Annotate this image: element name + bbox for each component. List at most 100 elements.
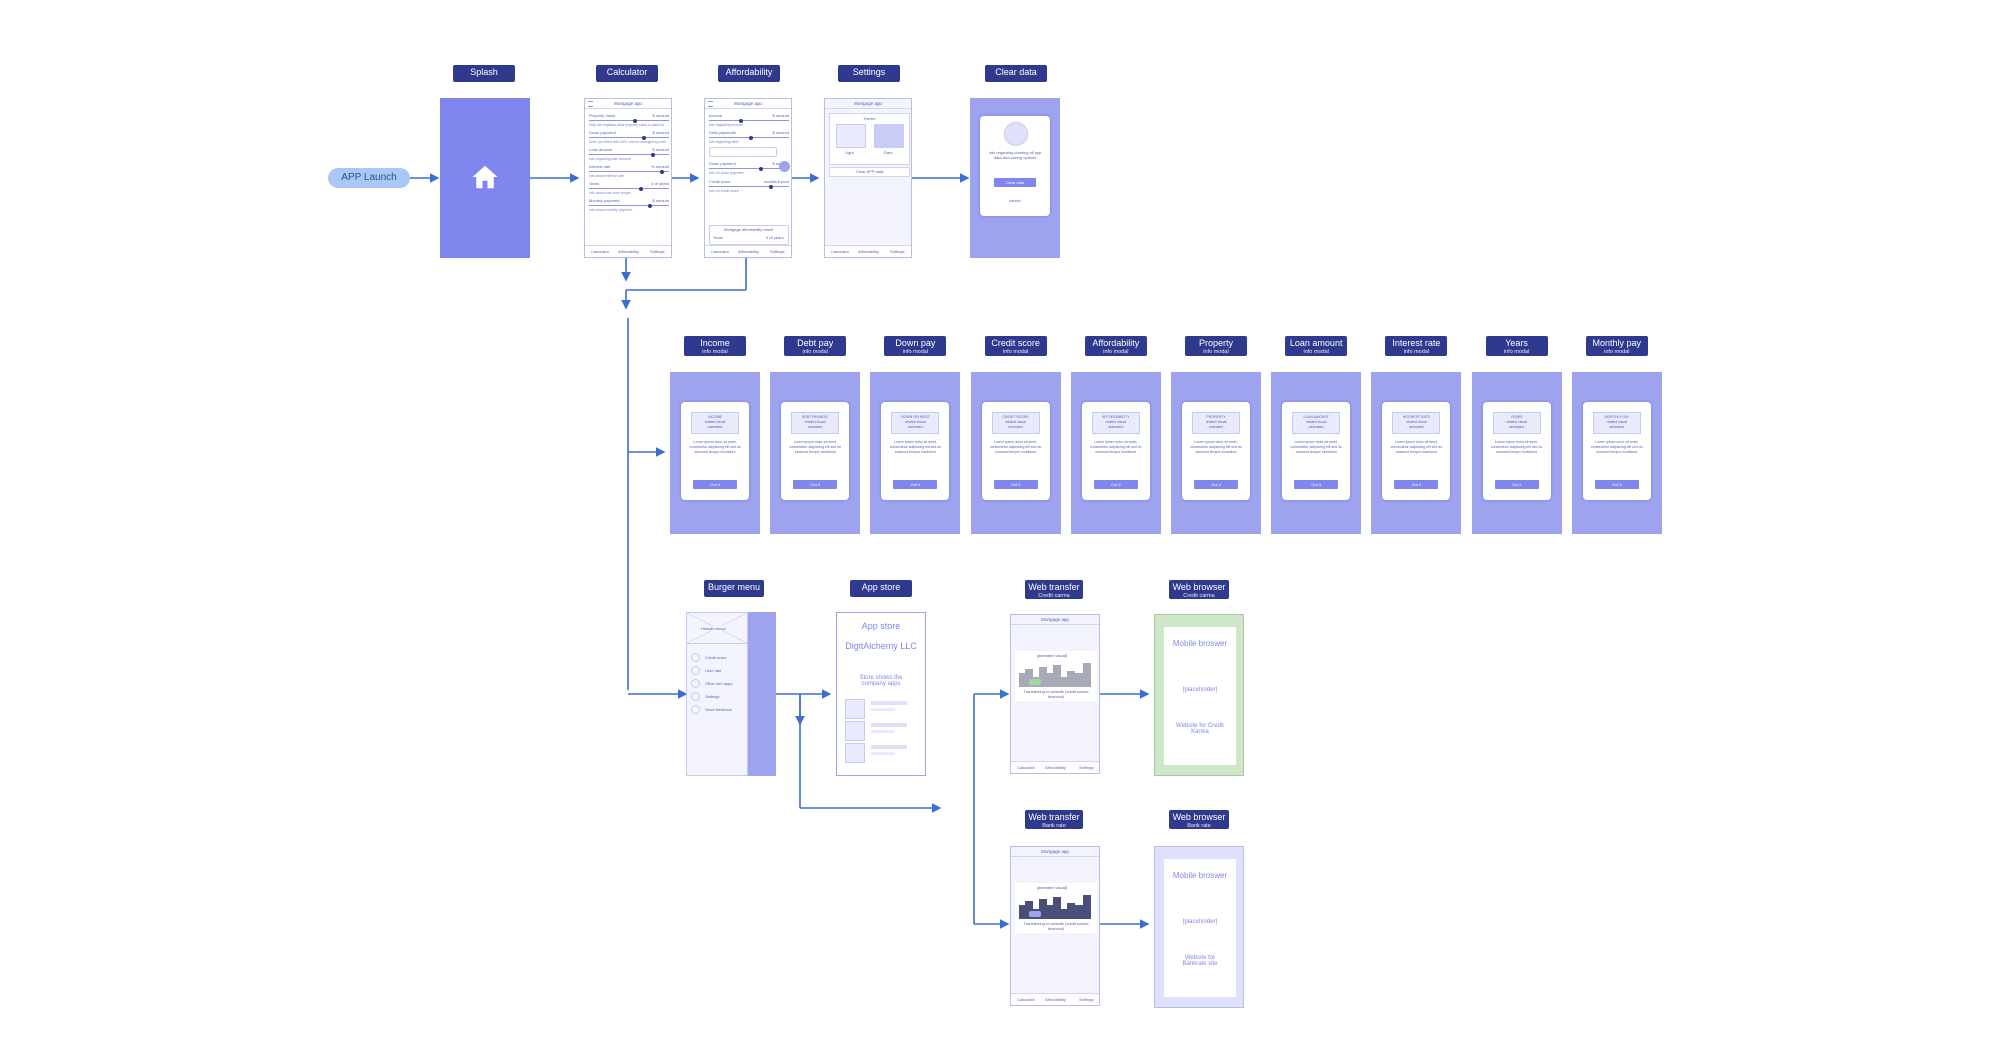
nav-affordability[interactable]: Affordability [618,249,639,254]
app-icon-placeholder[interactable] [845,743,865,763]
modal-body-text: Lorem ipsum dolor sit amet, consectetur … [1390,440,1443,454]
nav-affordability[interactable]: Affordability [858,249,879,254]
bottom-nav: Calculator Affordability Settings [1011,993,1099,1005]
app-icon-placeholder[interactable] [845,699,865,719]
got-it-button[interactable]: Got it [1494,480,1539,489]
nav-settings[interactable]: Settings [1079,765,1094,770]
field-note: Info about monthly payment [589,208,633,212]
nav-calculator[interactable]: Calculator [711,249,730,254]
slider-track[interactable] [709,120,789,121]
slider-knob[interactable] [633,118,637,123]
nav-settings[interactable]: Settings [770,249,785,254]
burger-menu-item[interactable]: Other dev apps [691,679,745,689]
app-launch-pill[interactable]: APP Launch [328,168,410,188]
burger-menu-item[interactable]: User rate [691,666,745,676]
nav-settings[interactable]: Settings [650,249,665,254]
bottom-nav: Calculator Affordability Settings [825,245,911,257]
slider-track[interactable] [589,188,669,189]
app-name-placeholder [871,723,907,727]
slider-track[interactable] [709,168,789,169]
nav-calculator[interactable]: Calculator [1017,997,1036,1002]
slider-knob[interactable] [642,135,646,140]
slider-knob[interactable] [749,135,753,140]
clear-data-button[interactable]: Clear data [994,178,1036,187]
web-browser-bank-screen: Mobile broswer [placeholder] Website for… [1154,846,1244,1008]
nav-calculator[interactable]: Calculator [831,249,850,254]
slider-knob[interactable] [639,186,643,191]
cancel-link[interactable]: cancel [1009,198,1021,203]
field-note: Info about loan term length [589,191,631,195]
nav-affordability[interactable]: Affordability [1045,765,1066,770]
nav-affordability[interactable]: Affordability [1045,997,1066,1002]
nav-settings[interactable]: Settings [1079,997,1094,1002]
burger-menu-item[interactable]: Credit score [691,653,745,663]
slider-knob[interactable] [660,169,664,174]
got-it-button[interactable]: Got it [793,480,838,489]
menu-icon[interactable] [588,101,593,107]
nav-affordability[interactable]: Affordability [738,249,759,254]
app-name-placeholder [871,701,907,705]
home-icon [472,165,498,189]
city-skyline-icon [1019,895,1091,919]
got-it-button[interactable]: Got it [1093,480,1138,489]
bottom-nav: Calculator Affordability Settings [705,245,791,257]
menu-item-icon [691,679,700,688]
modal-body-text: Lorem ipsum dolor sit amet, consectetur … [1591,440,1643,454]
slider-knob[interactable] [648,203,652,208]
menu-item-icon [691,653,700,662]
search-input[interactable] [709,147,777,157]
menu-icon[interactable] [708,101,713,107]
got-it-button[interactable]: Got it [893,480,938,489]
got-it-button[interactable]: Got it [1194,480,1238,489]
got-it-button[interactable]: Got it [1594,480,1639,489]
slider-knob[interactable] [759,166,763,171]
field-value: $ amount [652,147,669,152]
got-it-button[interactable]: Got it [693,480,737,489]
light-theme-option[interactable] [836,124,866,148]
field-note: Info on credit score [709,189,739,193]
nav-calculator[interactable]: Calculator [1017,765,1036,770]
slider-knob[interactable] [651,152,655,157]
slider-track[interactable] [589,154,669,155]
slider-track[interactable] [589,205,669,206]
slider-knob[interactable] [739,118,743,123]
slider-track[interactable] [589,120,669,121]
burger-menu-item[interactable]: Settings [691,692,745,702]
nav-calculator[interactable]: Calculator [591,249,610,254]
got-it-button[interactable]: Got it [1294,480,1339,489]
got-it-button[interactable]: Got it [993,480,1038,489]
got-it-button[interactable]: Got it [1394,480,1439,489]
clear-app-data-button[interactable]: Clear APP data [829,167,910,177]
slider-track[interactable] [709,186,789,187]
app-icon-placeholder[interactable] [845,721,865,741]
slider-track[interactable] [589,171,669,172]
slider-knob[interactable] [769,184,773,189]
nav-settings[interactable]: Settings [890,249,905,254]
modal-body-text: Lorem ipsum dolor sit amet, consectetur … [1290,440,1342,454]
clear-data-card: Info regarding clearing all app data and… [980,116,1050,216]
burger-menu-item[interactable]: Send feedback [691,705,745,715]
slider-track[interactable] [589,137,669,138]
app-bar: Mortgage app [1011,847,1099,857]
field-value: $ amount [652,113,669,118]
field-value: # of years [651,181,669,186]
dark-theme-option[interactable] [874,124,904,148]
affordability-result: Mortgage affordability result Years # of… [709,225,789,245]
app-store-screen: App store DigitAlchemy LLC Store shows t… [836,612,926,776]
